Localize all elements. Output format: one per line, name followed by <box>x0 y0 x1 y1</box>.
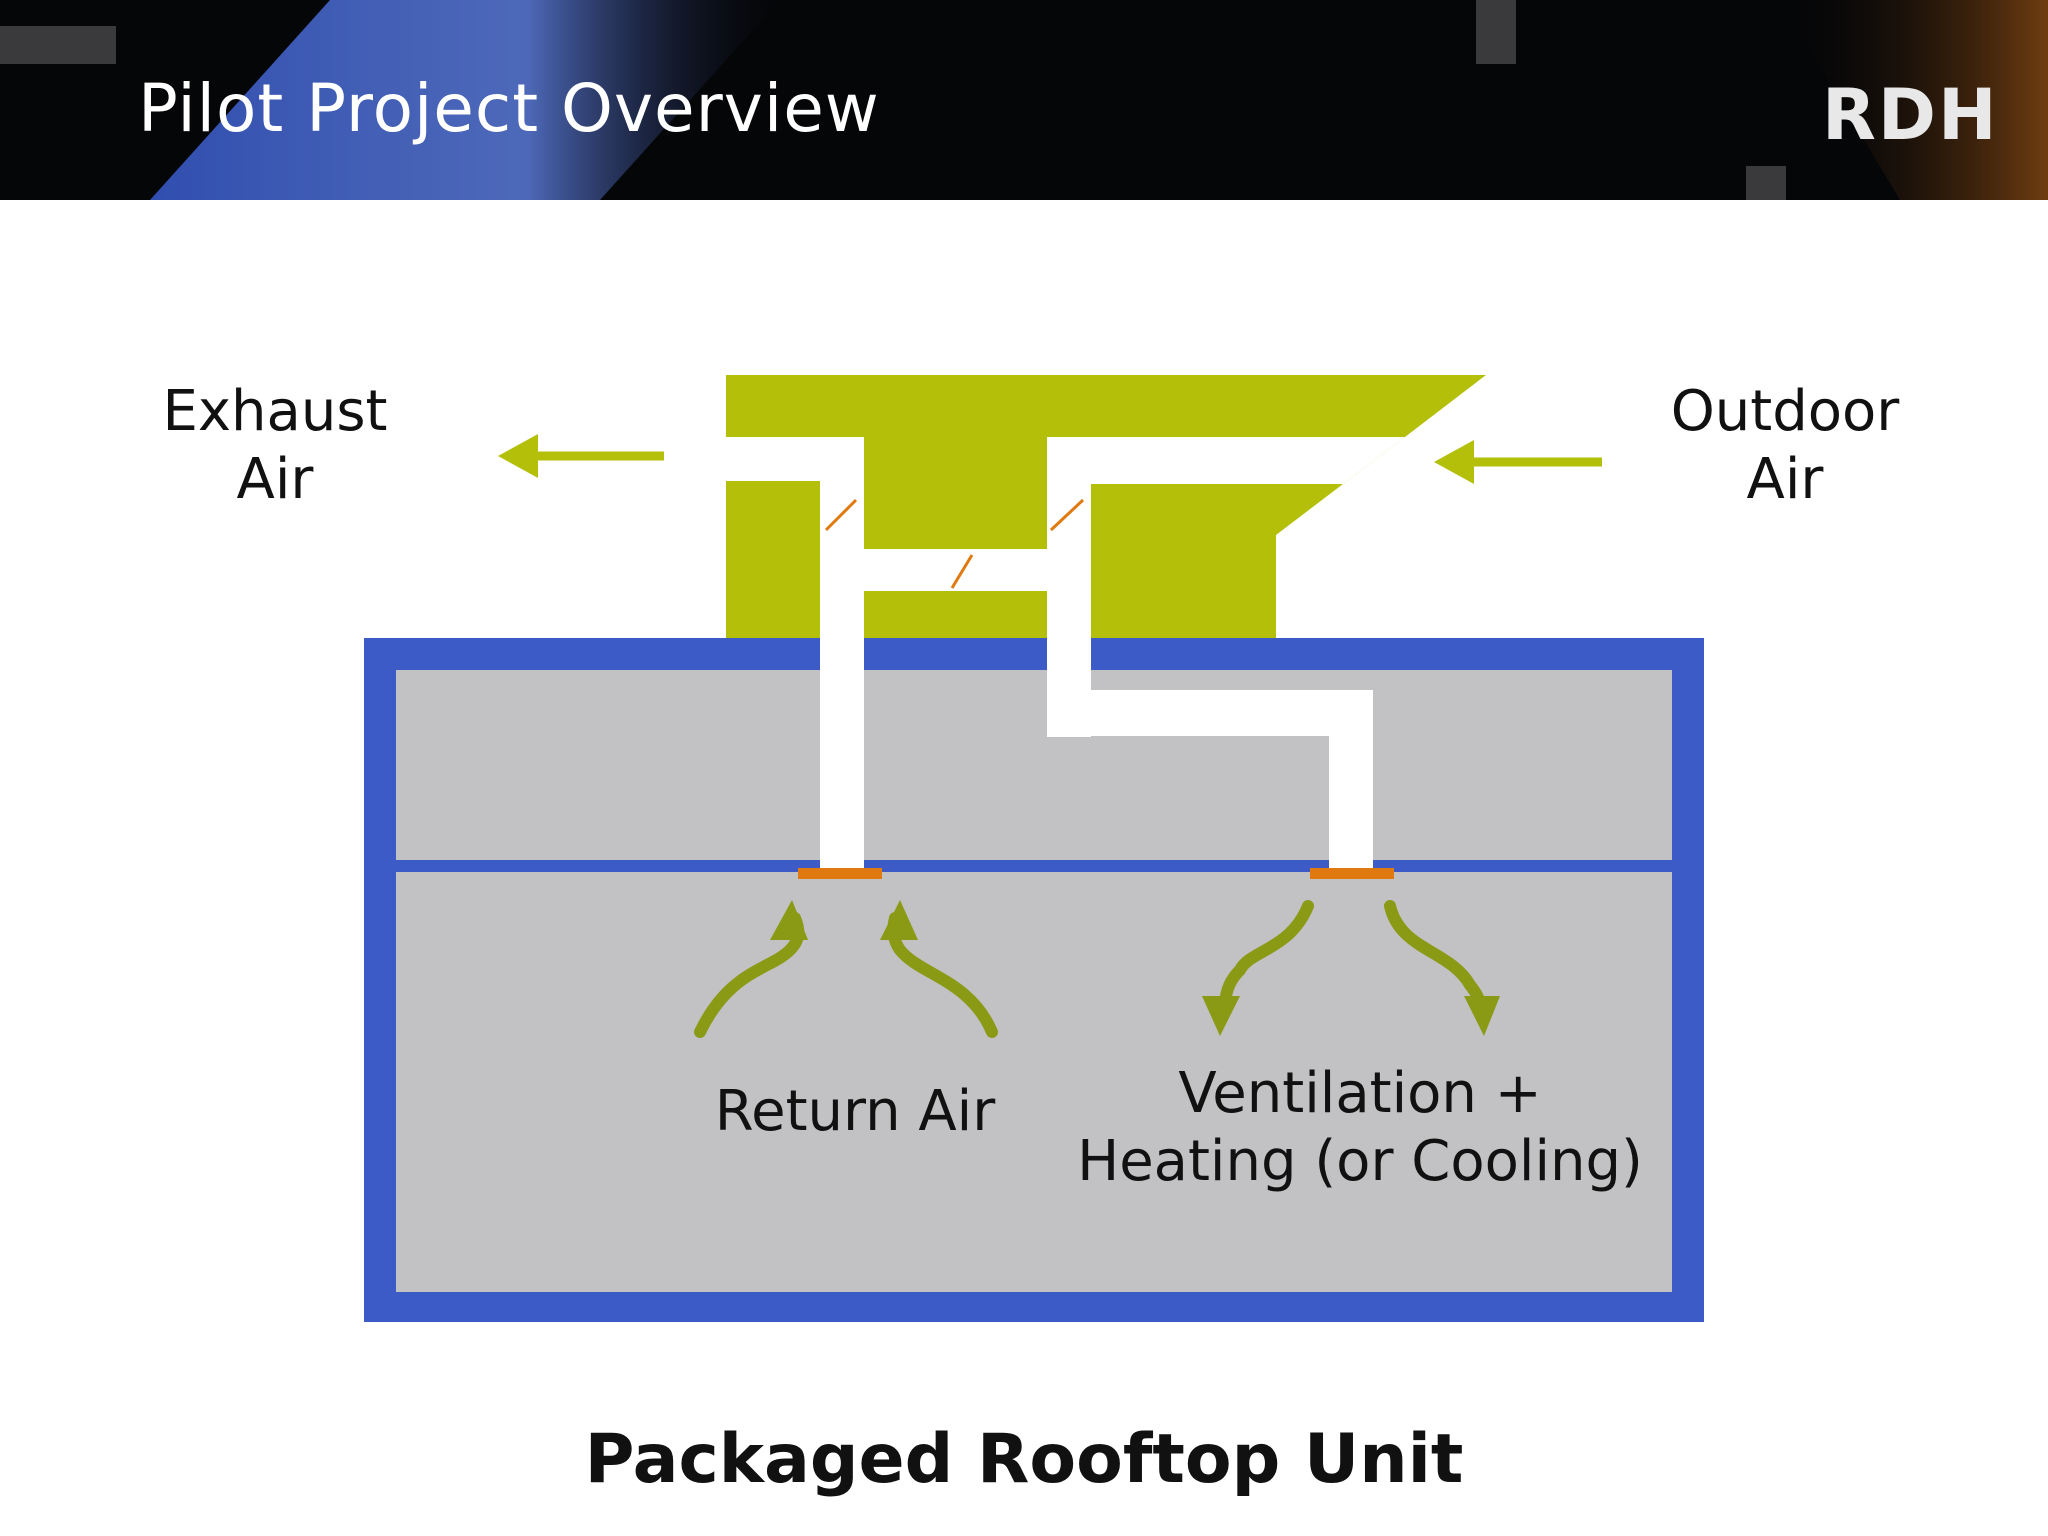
exhaust-air-label: Exhaust Air <box>150 378 400 514</box>
return-grille <box>798 868 882 879</box>
lower-zone-interior <box>396 872 1672 1292</box>
upper-zone-interior <box>396 670 1672 860</box>
rdh-logo: RDH <box>1822 74 1999 156</box>
supply-air-label: Ventilation + Heating (or Cooling) <box>1070 1060 1650 1196</box>
diagram-caption: Packaged Rooftop Unit <box>584 1420 1464 1499</box>
return-air-label: Return Air <box>714 1079 996 1144</box>
outdoor-air-label-line1: Outdoor <box>1670 379 1900 444</box>
outdoor-air-label: Outdoor Air <box>1650 378 1920 514</box>
slide-header: Pilot Project Overview RDH <box>0 0 2048 200</box>
dampers <box>824 498 1085 589</box>
exhaust-air-label-line2: Air <box>236 447 314 512</box>
outdoor-air-label-line2: Air <box>1746 447 1824 512</box>
rooftop-unit-diagram <box>364 375 1704 1322</box>
header-background-graphic <box>0 0 2048 200</box>
supply-diffuser <box>1310 868 1394 879</box>
supply-air-label-line1: Ventilation + <box>1178 1061 1542 1126</box>
slide-title: Pilot Project Overview <box>138 70 880 147</box>
exhaust-air-label-line1: Exhaust <box>162 379 388 444</box>
supply-air-label-line2: Heating (or Cooling) <box>1077 1129 1643 1194</box>
